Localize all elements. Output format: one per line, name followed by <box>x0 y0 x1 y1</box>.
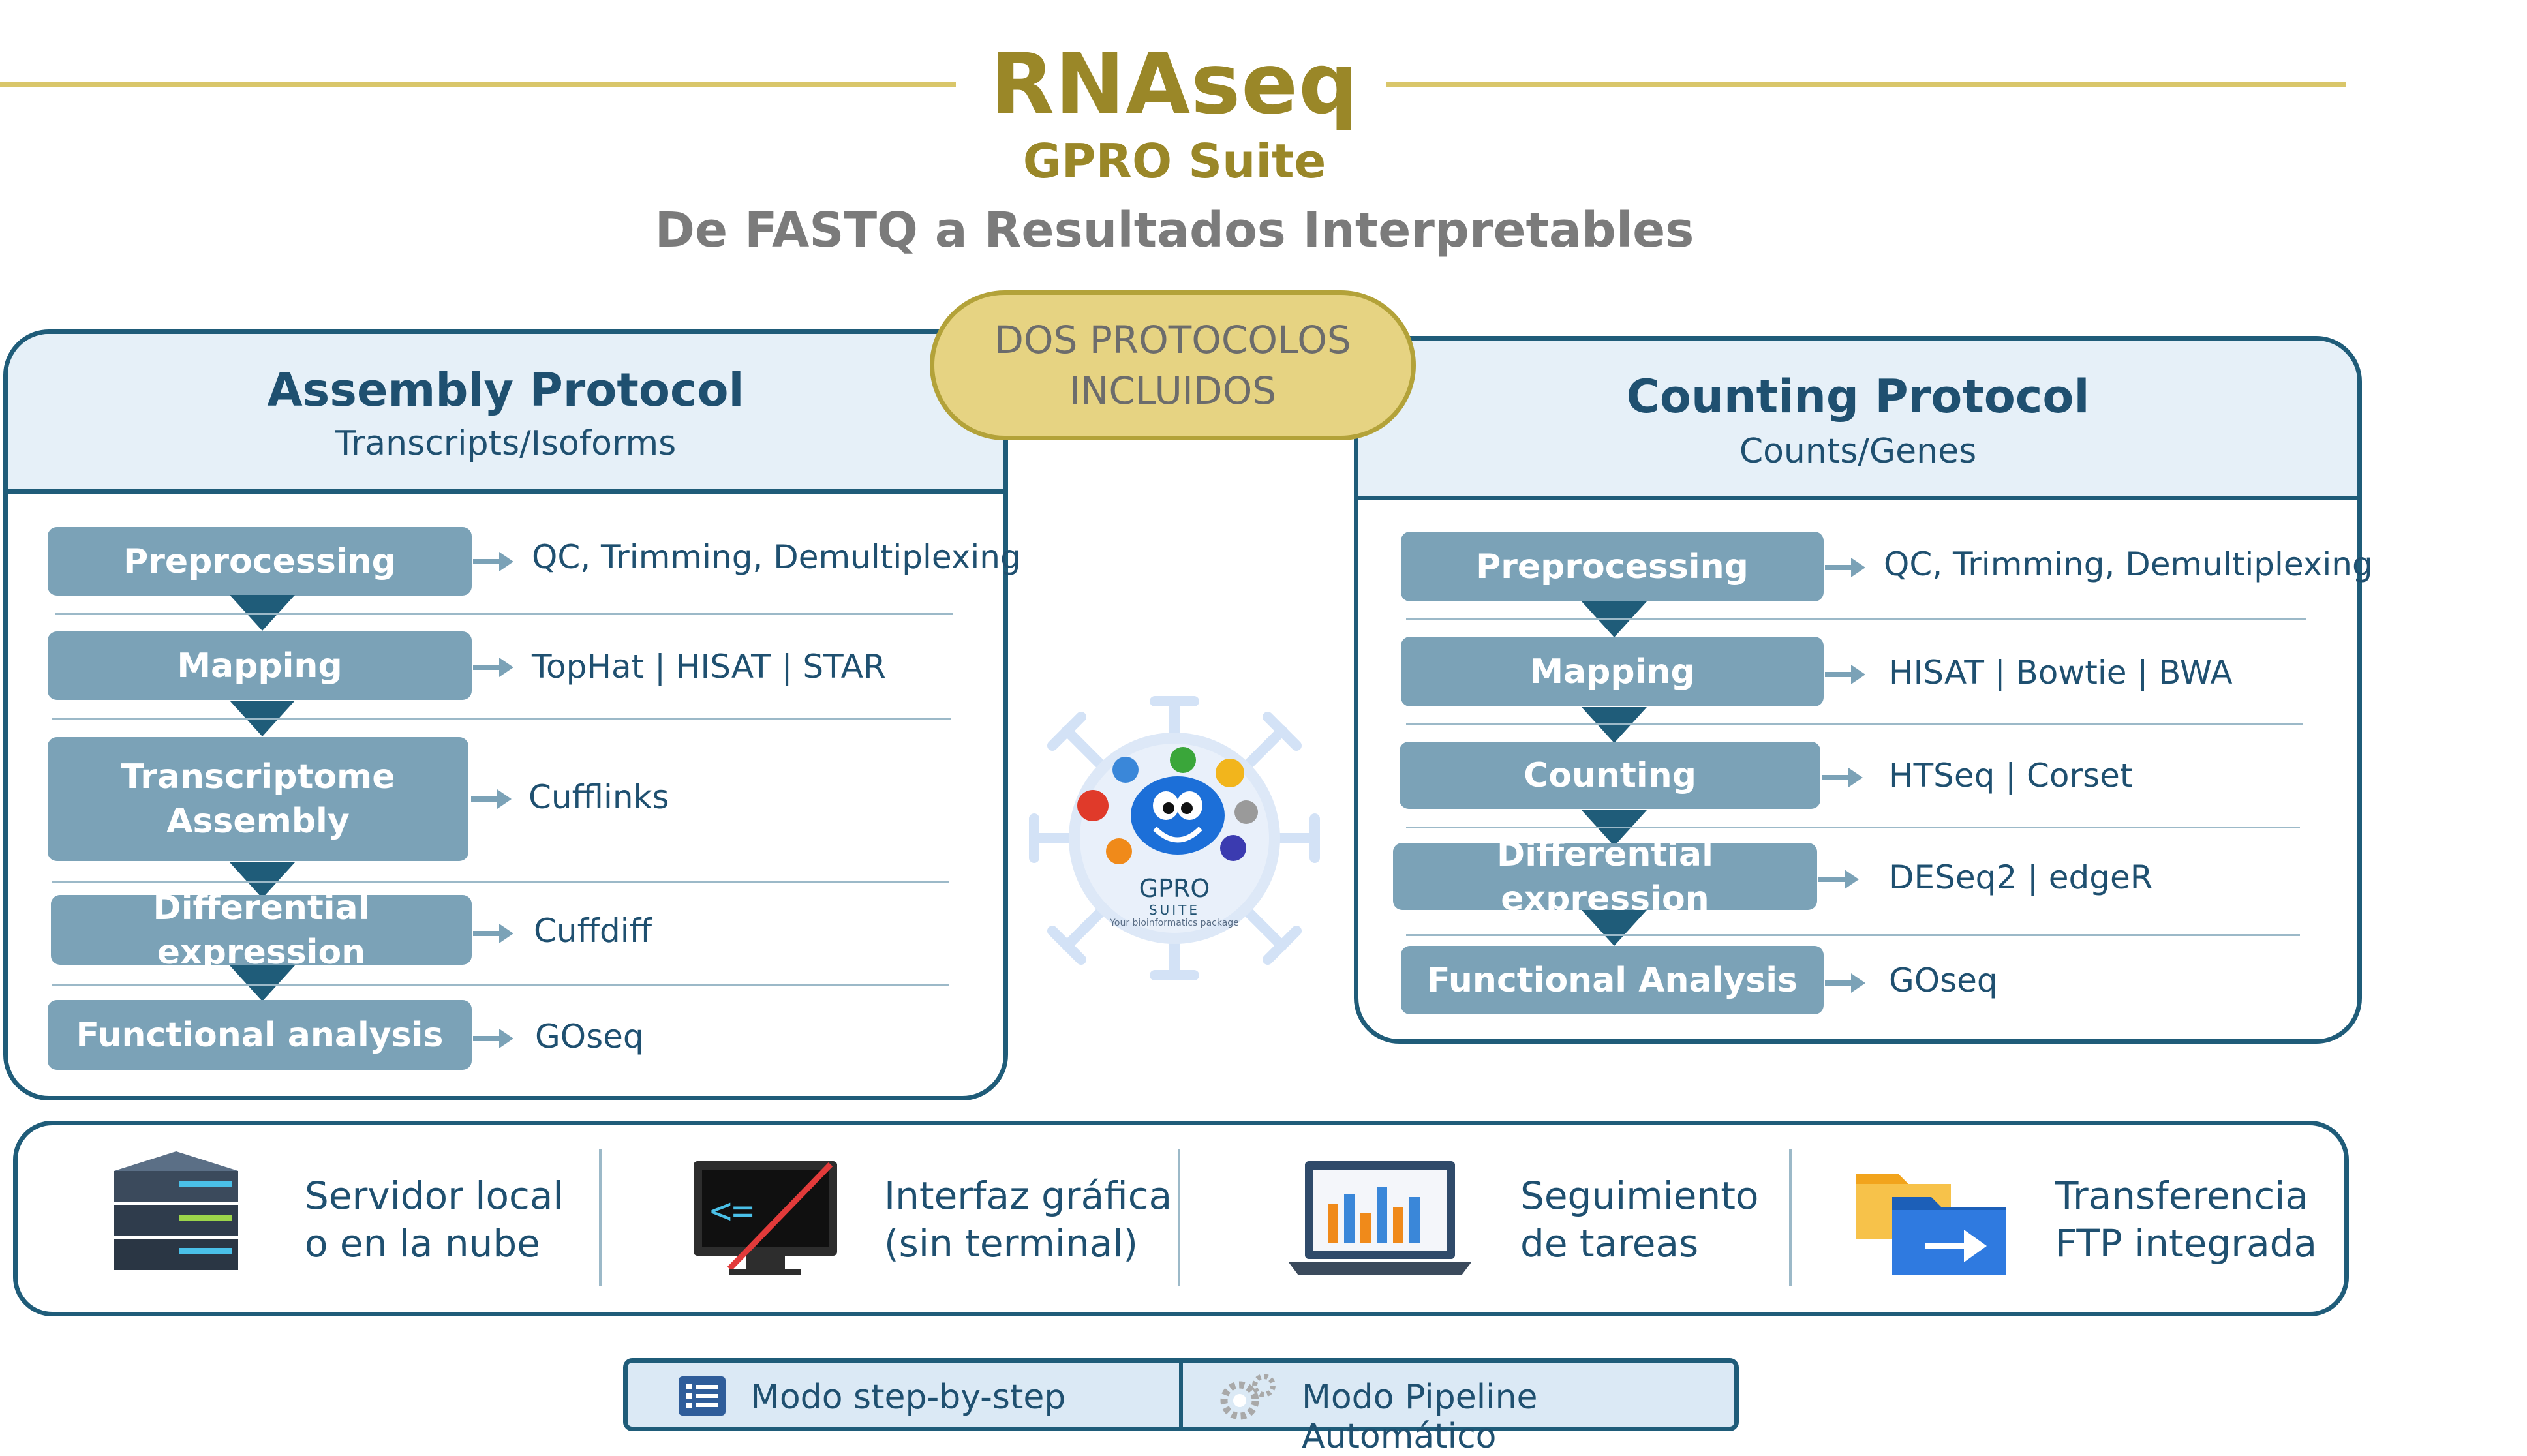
assembly-tools-mapping: TopHat | HISAT | STAR <box>532 648 886 686</box>
arrow-right-icon <box>473 1029 513 1048</box>
counting-protocol-title: Counting Protocol <box>1626 370 2090 423</box>
gears-icon <box>1217 1371 1279 1422</box>
assembly-protocol-subtitle: Transcripts/Isoforms <box>335 424 677 463</box>
feature-gui-text: Interfaz gráfica(sin terminal) <box>884 1174 1172 1266</box>
counting-step-counting: Counting <box>1400 742 1820 809</box>
virus-mascot-icon <box>1029 696 1320 980</box>
step-separator <box>1406 723 2303 725</box>
counting-tools-preprocessing: QC, Trimming, Demultiplexing <box>1884 545 2373 583</box>
assembly-tools-transcriptome-assembly: Cufflinks <box>528 778 669 816</box>
down-arrow-icon <box>230 595 295 631</box>
server-icon <box>101 1145 251 1282</box>
counting-step-differential-expression: Differential expression <box>1393 835 1817 918</box>
assembly-tools-functional-analysis: GOseq <box>535 1018 644 1055</box>
down-arrow-icon <box>1582 707 1647 743</box>
arrow-right-icon <box>473 552 513 571</box>
arrow-right-icon <box>473 924 513 943</box>
counting-tools-differential-expression: DESeq2 | edgeR <box>1889 858 2153 896</box>
counting-protocol-header: Counting Protocol Counts/Genes <box>1358 341 2357 500</box>
mode-pipeline-button[interactable]: Modo Pipeline Automático <box>1181 1363 1732 1456</box>
step-separator <box>55 613 953 615</box>
arrow-right-icon <box>1818 870 1859 889</box>
counting-tools-mapping: HISAT | Bowtie | BWA <box>1889 654 2233 691</box>
folder-transfer-icon <box>1853 1161 2010 1279</box>
logo-suite: SUITE <box>1148 902 1201 918</box>
feature-separator <box>1789 1149 1792 1286</box>
down-arrow-icon <box>230 965 295 1001</box>
step-separator <box>1406 934 2300 936</box>
counting-step-mapping: Mapping <box>1401 637 1824 706</box>
down-arrow-icon <box>1582 910 1647 946</box>
mode-pipeline-label: Modo Pipeline Automático <box>1302 1378 1538 1456</box>
counting-protocol-subtitle: Counts/Genes <box>1739 432 1977 471</box>
mode-step-by-step-button[interactable]: Modo step-by-step <box>630 1363 1174 1426</box>
arrow-right-icon <box>1825 973 1865 993</box>
counting-tools-counting: HTSeq | Corset <box>1889 757 2133 795</box>
arrow-right-icon <box>1825 665 1865 684</box>
counting-step-preprocessing: Preprocessing <box>1401 532 1824 601</box>
assembly-protocol-title: Assembly Protocol <box>267 363 744 417</box>
assembly-protocol-header: Assembly Protocol Transcripts/Isoforms <box>8 334 1003 494</box>
page-subtitle: De FASTQ a Resultados Interpretables <box>654 202 1694 258</box>
assembly-tools-differential-expression: Cuffdiff <box>534 912 652 950</box>
header-rule-left <box>0 82 956 87</box>
modes-divider <box>1179 1363 1183 1428</box>
protocols-badge: DOS PROTOCOLOS INCLUIDOS <box>930 290 1416 440</box>
svg-text:<=: <= <box>710 1190 754 1232</box>
gpro-logo: GPRO SUITE Your bioinformatics package <box>1021 688 1328 988</box>
badge-line-1: DOS PROTOCOLOS <box>994 318 1351 362</box>
arrow-right-icon <box>473 658 513 677</box>
assembly-step-functional-analysis: Functional analysis <box>48 1000 472 1070</box>
step-separator <box>1406 618 2306 620</box>
monitor-no-terminal-icon: <= <box>690 1158 840 1282</box>
assembly-protocol-panel: Assembly Protocol Transcripts/Isoforms <box>3 329 1008 1100</box>
logo-name: GPRO <box>1139 874 1210 903</box>
feature-separator <box>1178 1149 1180 1286</box>
down-arrow-icon <box>230 862 295 898</box>
header-rule-right <box>1386 82 2346 87</box>
step-separator <box>52 718 951 720</box>
arrow-right-icon <box>471 789 512 809</box>
assembly-step-differential-expression: Differential expression <box>51 888 472 972</box>
suite-name: GPRO Suite <box>1022 134 1326 189</box>
step-separator <box>52 984 949 986</box>
laptop-chart-icon <box>1282 1158 1478 1282</box>
step-separator <box>52 881 949 883</box>
badge-line-2: INCLUIDOS <box>1069 369 1277 413</box>
step-separator <box>1406 827 2300 828</box>
list-icon <box>679 1376 726 1416</box>
page-title: RNAseq <box>990 36 1359 133</box>
arrow-right-icon <box>1822 768 1863 787</box>
mode-step-by-step-label: Modo step-by-step <box>750 1378 1066 1417</box>
modes-bar <box>623 1358 1739 1431</box>
arrow-right-icon <box>1825 558 1865 577</box>
counting-tools-functional-analysis: GOseq <box>1889 962 1998 999</box>
assembly-step-preprocessing: Preprocessing <box>48 527 472 596</box>
feature-separator <box>599 1149 602 1286</box>
assembly-tools-preprocessing: QC, Trimming, Demultiplexing <box>532 538 1021 576</box>
logo-tagline: Your bioinformatics package <box>1110 918 1239 928</box>
assembly-step-mapping: Mapping <box>48 631 472 700</box>
counting-step-functional-analysis: Functional Analysis <box>1401 946 1824 1014</box>
